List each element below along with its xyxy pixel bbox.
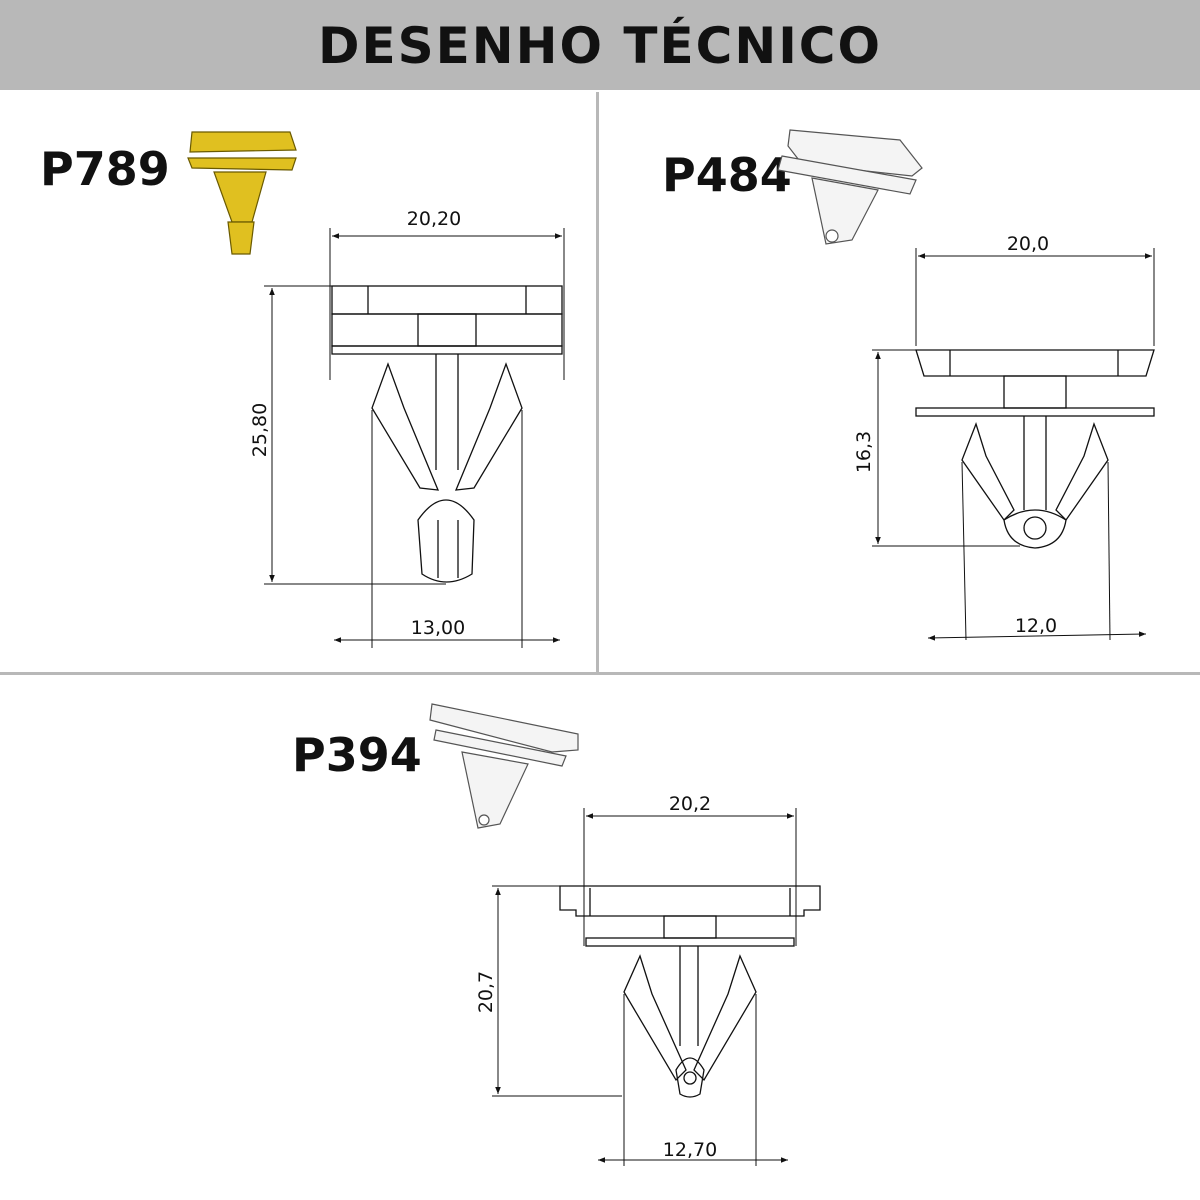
p789-head-neck bbox=[331, 313, 563, 347]
p394-thumb-flange bbox=[433, 729, 567, 767]
p484-tip bbox=[1003, 509, 1067, 549]
p394-flange bbox=[585, 937, 795, 947]
p484-width-label: 20,0 bbox=[1007, 233, 1049, 255]
page-title: DESENHO TÉCNICO bbox=[317, 17, 883, 75]
p789-base-label: 13,00 bbox=[411, 617, 465, 639]
p484-leg-left bbox=[961, 422, 1015, 522]
p484-thumbnail bbox=[777, 129, 923, 245]
p484-base-dim-line bbox=[927, 631, 1147, 641]
p789-width-label: 20,20 bbox=[407, 208, 461, 230]
p484-thumb-legs bbox=[811, 177, 879, 245]
p789-head-top bbox=[331, 285, 563, 315]
p789-thumbnail bbox=[187, 131, 297, 255]
p484-height-label: 16,3 bbox=[853, 431, 875, 473]
part-code-p484: P484 bbox=[662, 148, 792, 202]
p484-thumb-flange bbox=[777, 155, 917, 195]
p394-neck bbox=[663, 915, 717, 939]
p394-thumb-cap bbox=[429, 703, 579, 753]
p789-leg-left bbox=[371, 362, 440, 491]
p789-thumb-cap bbox=[189, 131, 297, 153]
p484-neck bbox=[1003, 375, 1067, 409]
p394-head bbox=[559, 885, 821, 917]
part-code-p394: P394 bbox=[292, 728, 422, 782]
p394-width-label: 20,2 bbox=[669, 793, 711, 815]
p394-thumbnail bbox=[429, 703, 579, 829]
p484-base-label: 12,0 bbox=[1015, 615, 1057, 637]
p789-thumb-tip bbox=[227, 221, 255, 255]
part-code-p789: P789 bbox=[40, 142, 170, 196]
p789-height-label: 25,80 bbox=[249, 403, 271, 457]
p789-drawing bbox=[331, 285, 563, 583]
p789-tip bbox=[417, 499, 475, 583]
vertical-divider bbox=[596, 92, 599, 672]
p394-base-label: 12,70 bbox=[663, 1139, 717, 1161]
p789-leg-right bbox=[454, 362, 523, 491]
p484-drawing bbox=[915, 349, 1155, 549]
p484-dimensions bbox=[872, 248, 1155, 641]
p789-flange bbox=[331, 345, 563, 355]
p394-height-label: 20,7 bbox=[475, 971, 497, 1013]
p789-dimensions bbox=[264, 228, 565, 648]
p394-drawing bbox=[559, 885, 821, 1098]
horizontal-divider bbox=[0, 672, 1200, 675]
p484-leg-right bbox=[1055, 422, 1109, 522]
p394-leg-right bbox=[693, 954, 757, 1082]
header-bar bbox=[0, 0, 1200, 90]
p394-dimensions bbox=[492, 808, 797, 1166]
p394-thumb-legs bbox=[461, 751, 529, 829]
p394-tip bbox=[675, 1057, 705, 1098]
p394-leg-left bbox=[623, 954, 687, 1082]
p789-thumb-flange bbox=[187, 157, 297, 171]
p484-flange bbox=[915, 407, 1155, 417]
p789-thumb-legs bbox=[213, 171, 267, 223]
p484-head bbox=[915, 349, 1155, 377]
